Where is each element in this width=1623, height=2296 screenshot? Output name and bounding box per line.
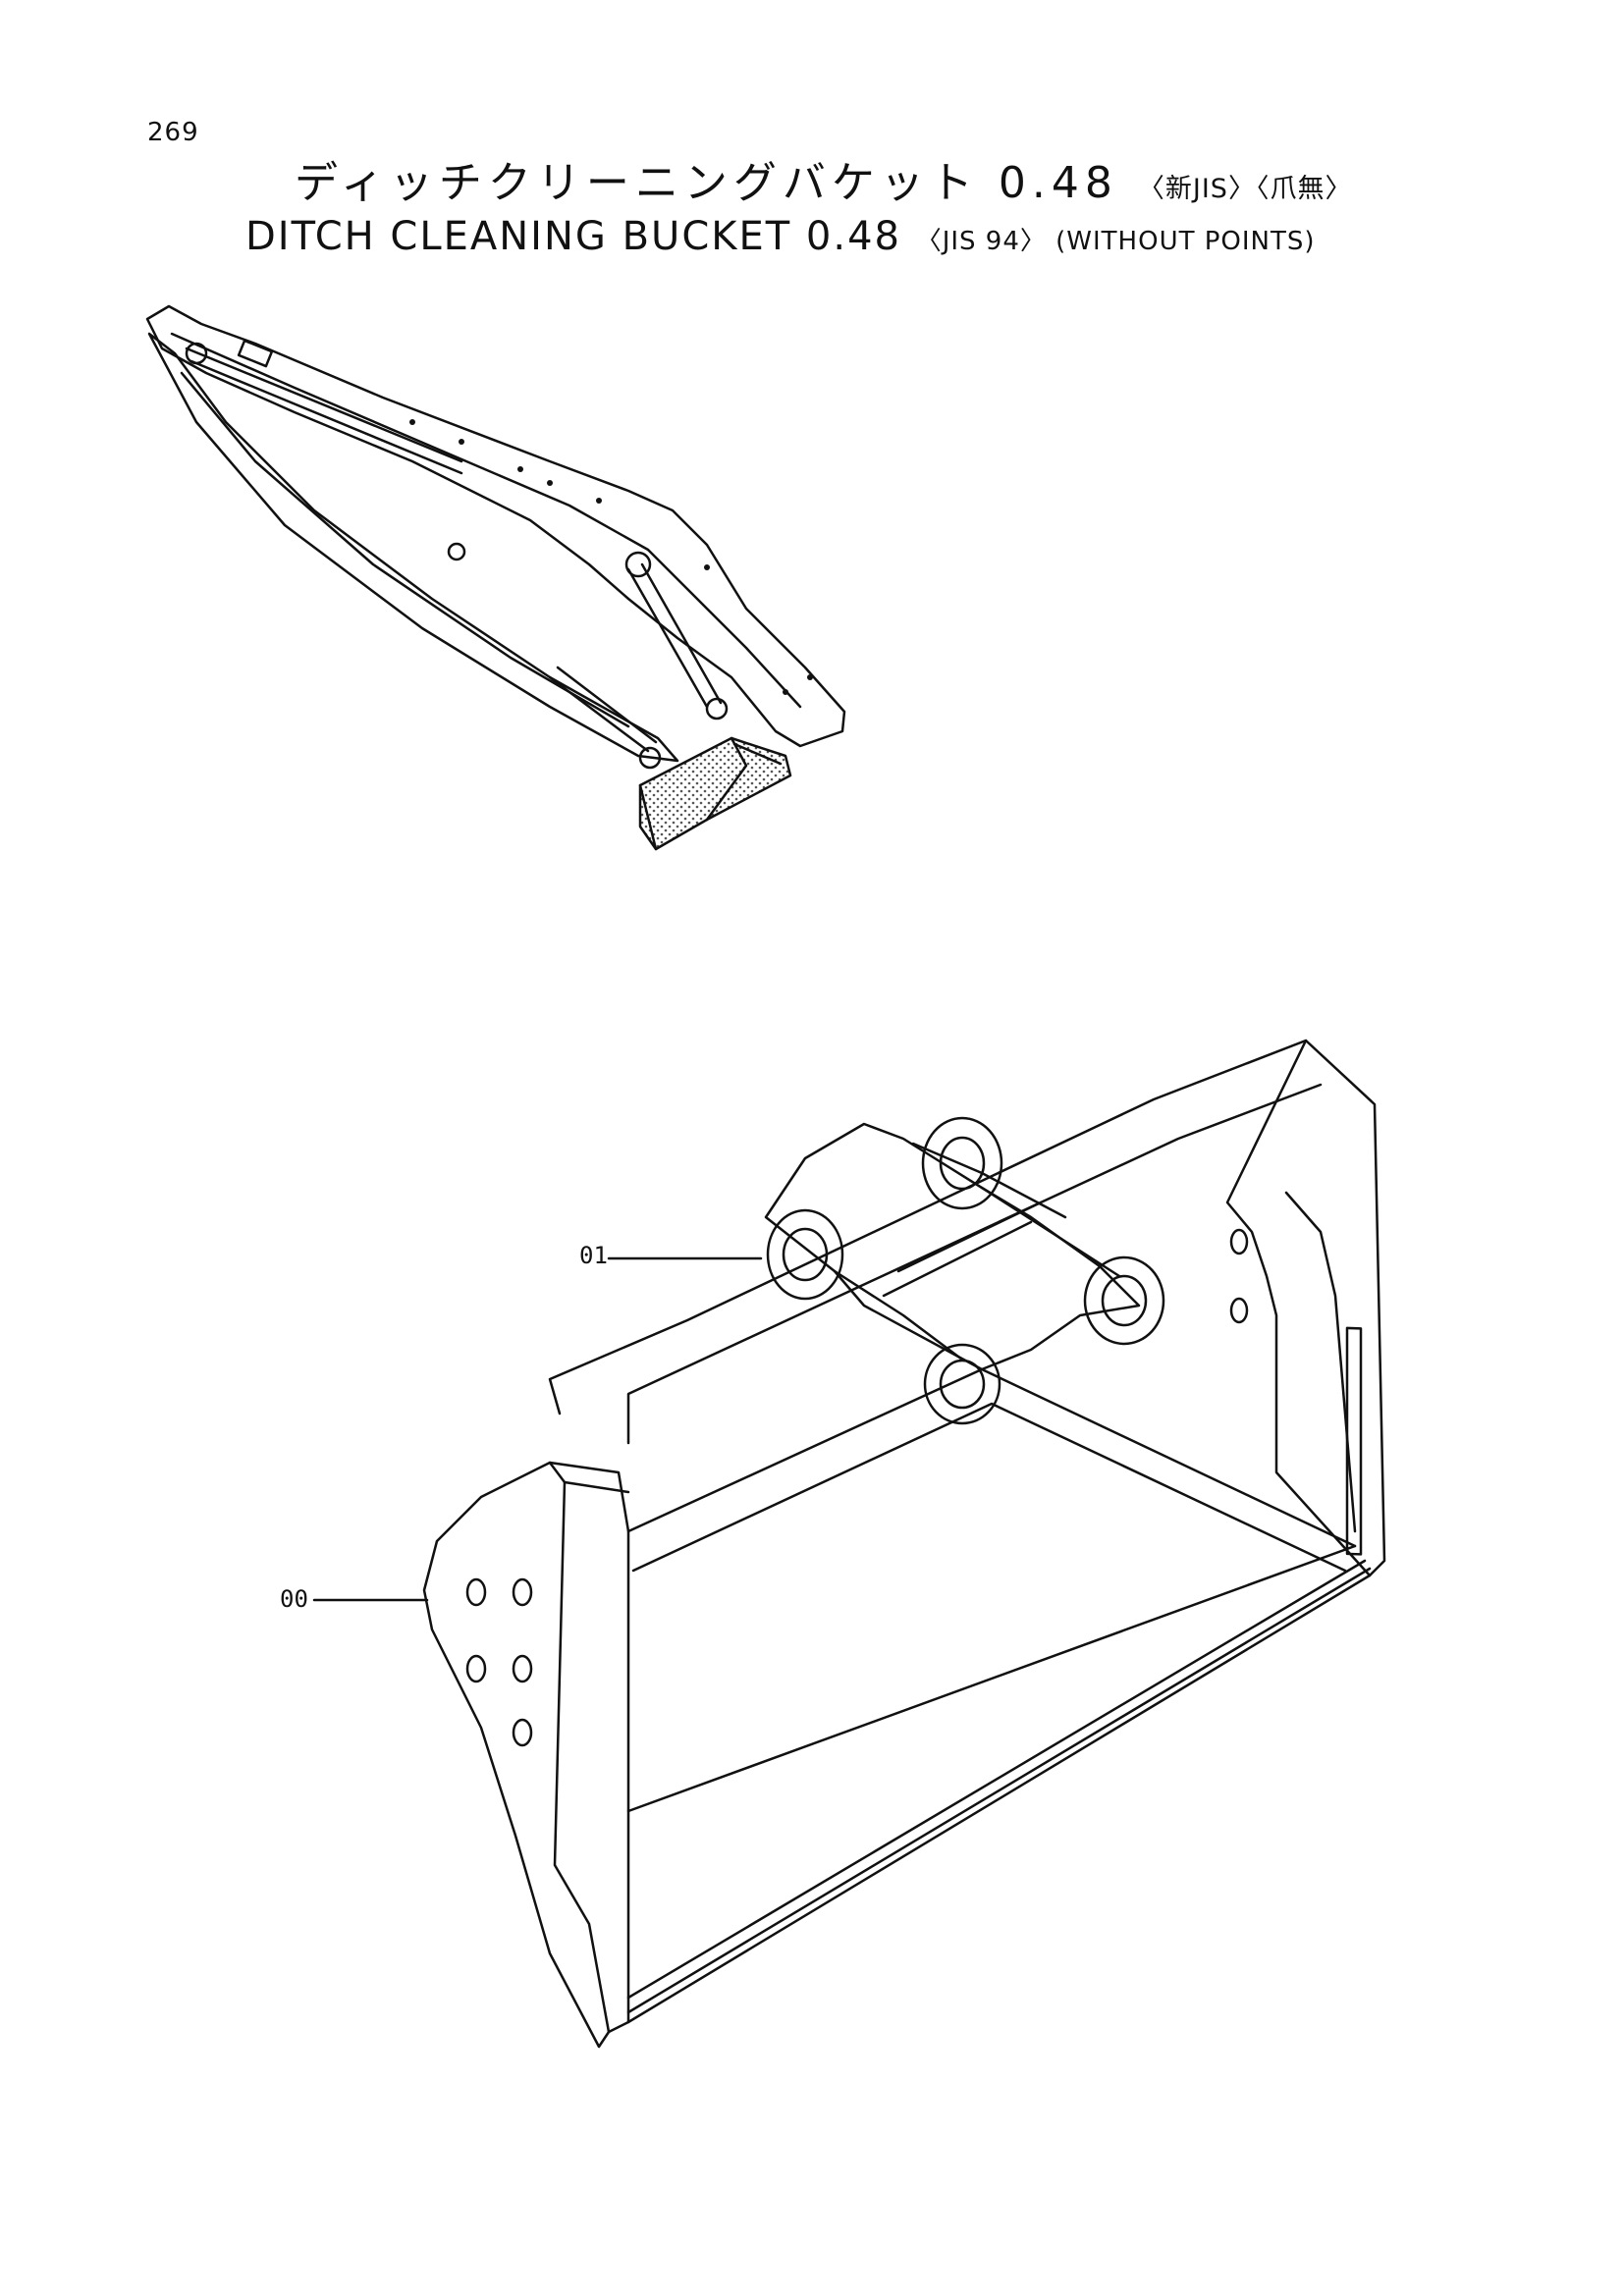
bucket-right-side-strip — [1345, 1326, 1363, 1556]
title-japanese: ディッチクリーニングバケット 0.48 〈新JIS〉〈爪無〉 — [295, 147, 1375, 210]
bucket-right-side-holes — [1229, 1228, 1249, 1324]
bucket-cylinder — [548, 666, 662, 770]
bucket-top-rail — [548, 1039, 1308, 1415]
callout-part-00: 00 — [280, 1585, 308, 1613]
bucket-mount-bracket — [764, 1122, 1141, 1371]
bucket-left-side-edge — [548, 1461, 630, 2034]
bucket-right-side-inner — [1284, 1191, 1357, 1533]
callout-part-01: 01 — [579, 1242, 608, 1269]
overview-bucket — [638, 736, 792, 851]
boom-foot-pin — [185, 342, 208, 365]
arm-outline — [147, 332, 679, 763]
boom-arm-pin — [447, 542, 466, 561]
excavator-boom-arm-illustration — [145, 304, 846, 851]
bucket-floor-back — [626, 1367, 1357, 1548]
arm-inner-line — [180, 371, 630, 728]
title-english: DITCH CLEANING BUCKET 0.48 〈JIS 94〉 (WIT… — [245, 214, 1473, 259]
bucket-bushing-bosses — [766, 1116, 1165, 1425]
bucket-top-rail-lower — [626, 1083, 1323, 1445]
bucket-left-side-plate — [422, 1461, 611, 2049]
bucket-back-tube — [882, 1201, 1043, 1298]
bucket-left-side-inner — [563, 1480, 630, 1494]
boom-inner-line — [170, 332, 802, 709]
bucket-right-side-plate — [1225, 1039, 1386, 1577]
bucket-floor-mid-line — [626, 1544, 1357, 1813]
bucket-cutting-edge — [626, 1559, 1372, 2014]
bucket-floor-crease — [631, 1402, 1347, 1573]
page-number: 269 — [147, 118, 199, 147]
title-english-qualifier: 〈JIS 94〉 (WITHOUT POINTS) — [915, 227, 1316, 256]
ditch-cleaning-bucket-illustration — [312, 1039, 1386, 2049]
bucket-side-holes — [465, 1577, 533, 1747]
boom-cylinder — [185, 339, 463, 475]
title-english-main: DITCH CLEANING BUCKET 0.48 — [245, 214, 901, 259]
title-japanese-qualifier: 〈新JIS〉〈爪無〉 — [1137, 174, 1353, 204]
bucket-floor-front-edge — [626, 1574, 1372, 2024]
title-japanese-main: ディッチクリーニングバケット 0.48 — [295, 158, 1118, 208]
boom-outline — [145, 304, 846, 748]
arm-cylinder — [624, 551, 729, 721]
boom-bolt-holes — [409, 419, 813, 695]
